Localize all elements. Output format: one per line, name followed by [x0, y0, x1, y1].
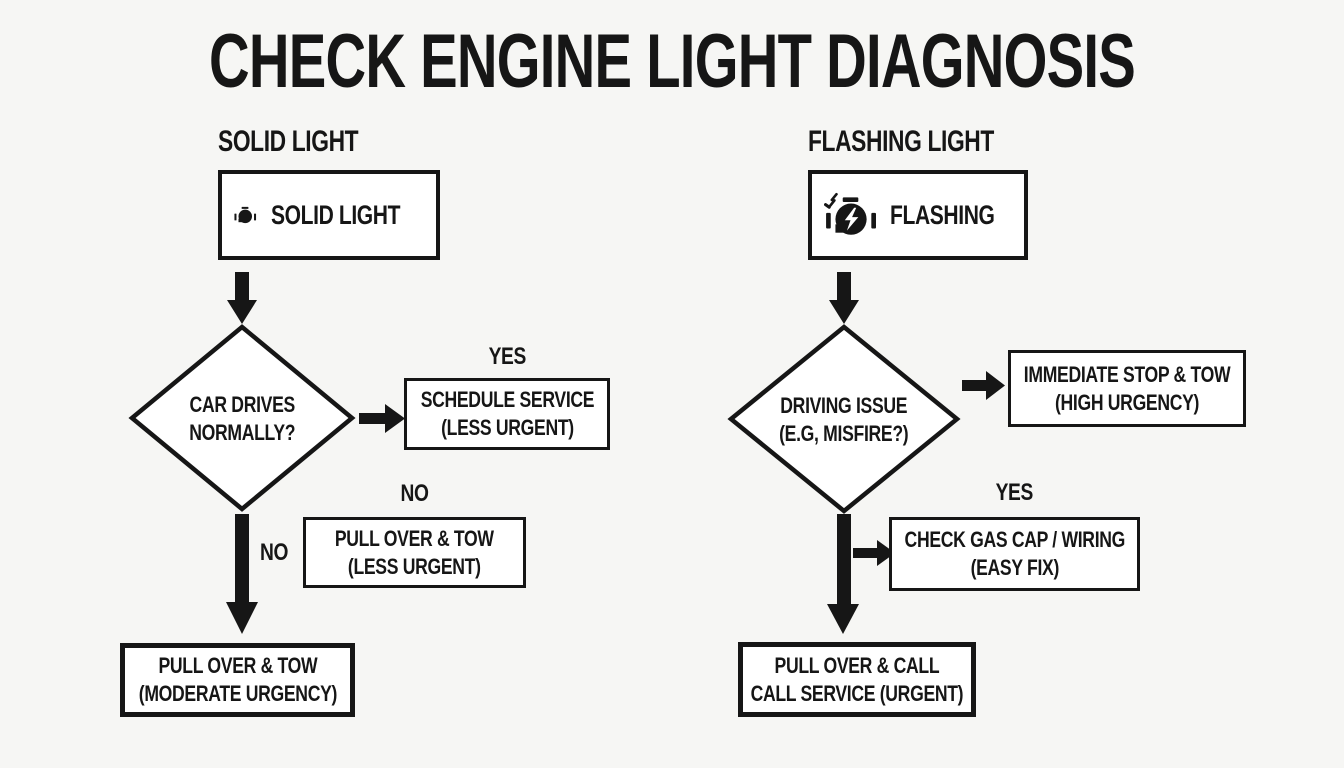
engine-flashing-icon: [824, 192, 876, 235]
decision-diamond-flashing: [727, 324, 961, 514]
immediate-stop-tow-box: IMMEDIATE STOP & TOW (HIGH URGENCY): [1008, 350, 1246, 427]
flashing-branch-header: FLASHING LIGHT: [808, 125, 994, 158]
down-arrow: [227, 272, 257, 324]
result-line: CALL SERVICE (URGENT): [750, 680, 964, 706]
result-line: PULL OVER & TOW: [335, 525, 494, 551]
pull-over-tow-moderate-box: PULL OVER & TOW (MODERATE URGENCY): [120, 643, 355, 717]
yes-arrow: [359, 404, 405, 433]
stop-arrow: [962, 371, 1005, 400]
down-arrow: [827, 514, 859, 634]
result-line: (LESS URGENT): [348, 553, 481, 579]
decision-line: CAR DRIVES: [189, 392, 295, 417]
result-line: CHECK GAS CAP / WIRING: [904, 527, 1125, 553]
decision-text-solid: CAR DRIVES NORMALLY?: [132, 391, 352, 447]
start-box-label: FLASHING: [890, 199, 995, 230]
result-line: (MODERATE URGENCY): [138, 681, 337, 706]
decision-diamond-solid: [128, 324, 356, 512]
result-line: (LESS URGENT): [440, 415, 574, 440]
decision-line: NORMALLY?: [188, 419, 295, 445]
yes-branch-arrow: [853, 540, 895, 566]
no-arrow-label-solid: NO: [260, 539, 288, 566]
pull-over-call-service-box: PULL OVER & CALL CALL SERVICE (URGENT): [738, 642, 976, 717]
schedule-service-box: SCHEDULE SERVICE (LESS URGENT): [404, 378, 610, 450]
yes-label-solid: YES: [488, 343, 526, 370]
result-line: PULL OVER & CALL: [774, 652, 940, 678]
result-line: IMMEDIATE STOP & TOW: [1023, 361, 1231, 387]
no-label-solid: NO: [400, 480, 429, 507]
decision-line: DRIVING ISSUE: [780, 393, 908, 418]
decision-text-flashing: DRIVING ISSUE (E.G, MISFIRE?): [734, 392, 954, 448]
solid-light-start-box: SOLID LIGHT: [218, 170, 440, 260]
result-line: (HIGH URGENCY): [1054, 389, 1200, 415]
flashing-light-start-box: FLASHING: [808, 170, 1028, 260]
no-arrow: [226, 514, 258, 634]
start-box-label: SOLID LIGHT: [270, 199, 400, 230]
page-title: CHECK ENGINE LIGHT DIAGNOSIS: [208, 19, 1136, 104]
engine-warning-icon: [234, 206, 257, 224]
solid-branch-header: SOLID LIGHT: [218, 125, 359, 158]
result-line: SCHEDULE SERVICE: [420, 387, 594, 413]
check-gas-cap-wiring-box: CHECK GAS CAP / WIRING (EASY FIX): [889, 517, 1140, 591]
pull-over-tow-less-urgent-box: PULL OVER & TOW (LESS URGENT): [303, 517, 526, 588]
result-line: (EASY FIX): [970, 555, 1059, 580]
yes-label-flashing: YES: [995, 479, 1034, 506]
result-line: PULL OVER & TOW: [158, 653, 317, 679]
down-arrow: [829, 272, 859, 324]
decision-line: (E.G, MISFIRE?): [779, 420, 909, 446]
